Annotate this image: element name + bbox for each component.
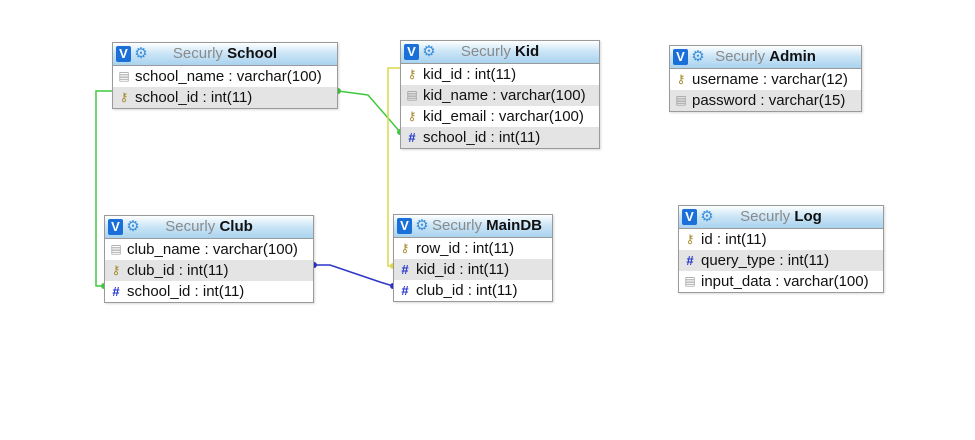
- column-label: password : varchar(15): [692, 92, 846, 109]
- column-row[interactable]: ⚷ username : varchar(12): [670, 69, 861, 90]
- primary-key-icon: ⚷: [407, 67, 417, 81]
- table-name: Log: [794, 208, 822, 225]
- column-row[interactable]: # school_id : int(11): [105, 281, 313, 302]
- column-row[interactable]: # kid_id : int(11): [394, 259, 552, 280]
- column-row[interactable]: # query_type : int(11): [679, 250, 883, 271]
- gear-icon[interactable]: ⚙: [126, 218, 140, 235]
- column-row[interactable]: ⚷ id : int(11): [679, 229, 883, 250]
- column-row[interactable]: ⚷ kid_id : int(11): [401, 64, 599, 85]
- column-label: school_id : int(11): [127, 283, 245, 300]
- database-name: Securly: [172, 45, 223, 62]
- column-row[interactable]: ▤ club_name : varchar(100): [105, 239, 313, 260]
- column-row[interactable]: ⚷ club_id : int(11): [105, 260, 313, 281]
- column-row[interactable]: ▤ school_name : varchar(100): [113, 66, 337, 87]
- text-field-icon: ▤: [675, 93, 687, 107]
- table-admin[interactable]: V ⚙ Securly Admin ⚷ username : varchar(12…: [669, 45, 862, 112]
- column-row[interactable]: ⚷ row_id : int(11): [394, 238, 552, 259]
- column-label: id : int(11): [701, 231, 767, 248]
- numeric-field-icon: #: [686, 253, 694, 268]
- database-name: Securly: [431, 217, 482, 234]
- text-field-icon: ▤: [684, 274, 696, 288]
- column-label: input_data : varchar(100): [701, 273, 869, 290]
- gear-icon[interactable]: ⚙: [422, 43, 436, 60]
- toggle-columns-icon[interactable]: V: [116, 46, 131, 62]
- table-header[interactable]: V ⚙ Securly MainDB: [394, 215, 552, 238]
- toggle-columns-icon[interactable]: V: [673, 49, 688, 65]
- column-label: kid_email : varchar(100): [423, 108, 584, 125]
- column-label: school_id : int(11): [423, 129, 541, 146]
- column-label: club_id : int(11): [127, 262, 229, 279]
- database-name: Securly: [715, 48, 766, 65]
- column-label: row_id : int(11): [416, 240, 515, 257]
- toggle-columns-icon[interactable]: V: [108, 219, 123, 235]
- table-kid[interactable]: V ⚙ Securly Kid ⚷ kid_id : int(11) ▤ kid_n…: [400, 40, 600, 149]
- key-icon: ⚷: [407, 109, 417, 123]
- table-header[interactable]: V ⚙ Securly School: [113, 43, 337, 66]
- column-label: kid_id : int(11): [423, 66, 517, 83]
- numeric-field-icon: #: [401, 283, 409, 298]
- table-header[interactable]: V ⚙ Securly Log: [679, 206, 883, 229]
- column-label: club_id : int(11): [416, 282, 518, 299]
- primary-key-icon: ⚷: [400, 241, 410, 255]
- numeric-field-icon: #: [112, 284, 120, 299]
- database-name: Securly: [460, 43, 511, 60]
- column-row[interactable]: ▤ input_data : varchar(100): [679, 271, 883, 292]
- numeric-field-icon: #: [401, 262, 409, 277]
- text-field-icon: ▤: [118, 69, 130, 83]
- column-label: username : varchar(12): [692, 71, 848, 88]
- table-name: Kid: [515, 43, 540, 60]
- text-field-icon: ▤: [406, 88, 418, 102]
- column-label: school_name : varchar(100): [135, 68, 322, 85]
- table-school[interactable]: V ⚙ Securly School ▤ school_name : varcha…: [112, 42, 338, 109]
- gear-icon[interactable]: ⚙: [691, 48, 705, 65]
- table-name: MainDB: [486, 217, 543, 234]
- relation-line: [337, 90, 401, 133]
- table-log[interactable]: V ⚙ Securly Log ⚷ id : int(11) # query_typ…: [678, 205, 884, 293]
- numeric-field-icon: #: [408, 130, 416, 145]
- table-maindb[interactable]: V ⚙ Securly MainDB ⚷ row_id : int(11) # ki…: [393, 214, 553, 302]
- table-club[interactable]: V ⚙ Securly Club ▤ club_name : varchar(10…: [104, 215, 314, 303]
- table-header[interactable]: V ⚙ Securly Club: [105, 216, 313, 239]
- relation-school-kid: [335, 88, 403, 135]
- column-row[interactable]: # club_id : int(11): [394, 280, 552, 301]
- column-label: club_name : varchar(100): [127, 241, 298, 258]
- column-row[interactable]: ⚷ school_id : int(11): [113, 87, 337, 108]
- gear-icon[interactable]: ⚙: [700, 208, 714, 225]
- column-row[interactable]: # school_id : int(11): [401, 127, 599, 148]
- database-name: Securly: [165, 218, 216, 235]
- column-row[interactable]: ▤ kid_name : varchar(100): [401, 85, 599, 106]
- column-label: kid_name : varchar(100): [423, 87, 586, 104]
- primary-key-icon: ⚷: [111, 263, 121, 277]
- table-name: School: [227, 45, 278, 62]
- relation-line: [314, 264, 394, 287]
- table-name: Admin: [769, 48, 816, 65]
- database-name: Securly: [740, 208, 791, 225]
- toggle-columns-icon[interactable]: V: [404, 44, 419, 60]
- primary-key-icon: ⚷: [685, 232, 695, 246]
- table-header[interactable]: V ⚙ Securly Kid: [401, 41, 599, 64]
- primary-key-icon: ⚷: [676, 72, 686, 86]
- toggle-columns-icon[interactable]: V: [682, 209, 697, 225]
- text-field-icon: ▤: [110, 242, 122, 256]
- column-label: kid_id : int(11): [416, 261, 510, 278]
- column-row[interactable]: ⚷ kid_email : varchar(100): [401, 106, 599, 127]
- gear-icon[interactable]: ⚙: [415, 217, 429, 234]
- column-label: query_type : int(11): [701, 252, 830, 269]
- toggle-columns-icon[interactable]: V: [397, 218, 412, 234]
- column-row[interactable]: ▤ password : varchar(15): [670, 90, 861, 111]
- primary-key-icon: ⚷: [119, 90, 129, 104]
- table-header[interactable]: V ⚙ Securly Admin: [670, 46, 861, 69]
- gear-icon[interactable]: ⚙: [134, 45, 148, 62]
- relation-club-maindb: [311, 262, 396, 289]
- table-name: Club: [219, 218, 253, 235]
- column-label: school_id : int(11): [135, 89, 253, 106]
